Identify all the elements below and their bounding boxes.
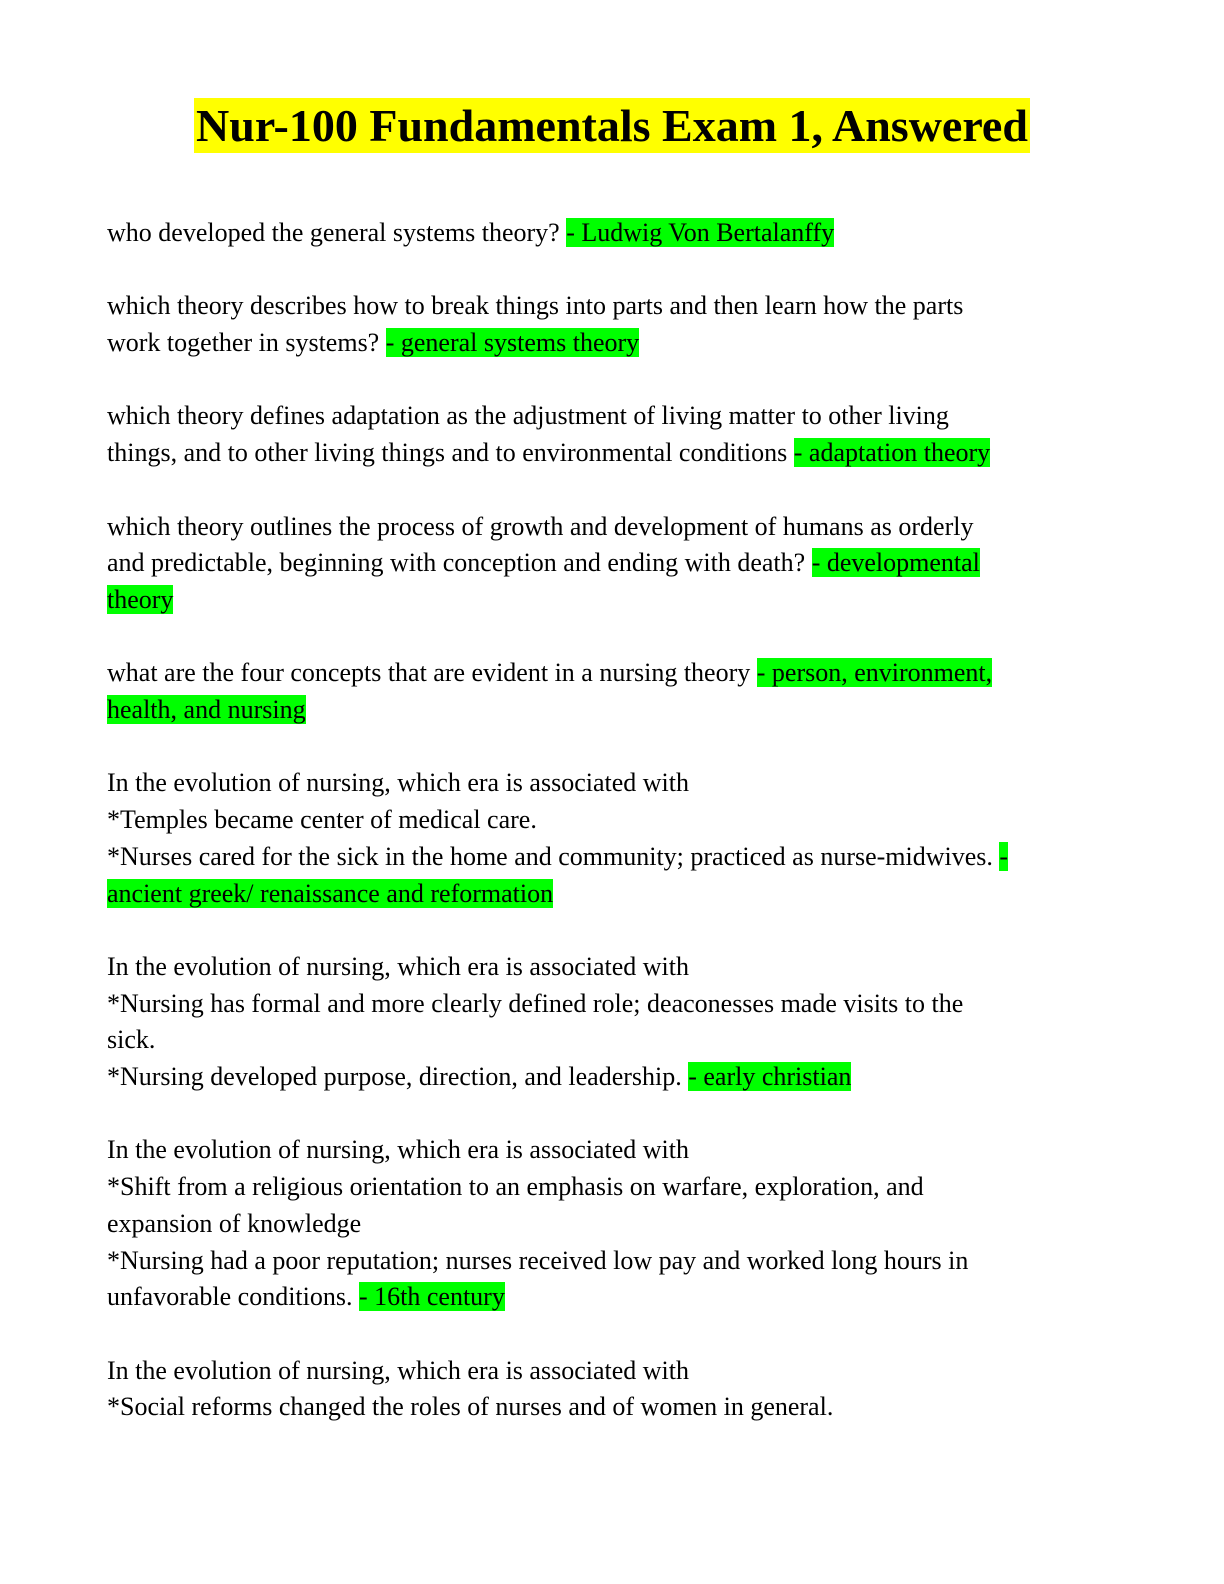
text-line: expansion of knowledge — [107, 1206, 1117, 1243]
question-text: which theory defines adaptation as the a… — [107, 401, 949, 431]
text-line: In the evolution of nursing, which era i… — [107, 765, 1117, 802]
text-line: theory — [107, 582, 1117, 619]
question-text: *Nursing had a poor reputation; nurses r… — [107, 1245, 969, 1275]
question-text: which theory outlines the process of gro… — [107, 511, 974, 541]
answer-highlight: ancient greek/ renaissance and reformati… — [107, 878, 554, 908]
qa-item: which theory describes how to break thin… — [107, 288, 1117, 361]
qa-item: who developed the general systems theory… — [107, 215, 1117, 252]
text-line: In the evolution of nursing, which era i… — [107, 1132, 1117, 1169]
answer-highlight: - general systems theory — [385, 328, 640, 358]
question-text: In the evolution of nursing, which era i… — [107, 1355, 689, 1385]
title-container: Nur-100 Fundamentals Exam 1, Answered — [0, 98, 1224, 153]
qa-item: In the evolution of nursing, which era i… — [107, 765, 1117, 912]
question-text: *Social reforms changed the roles of nur… — [107, 1392, 834, 1422]
question-text: *Nursing has formal and more clearly def… — [107, 988, 964, 1018]
question-text: *Nursing developed purpose, direction, a… — [107, 1062, 689, 1092]
question-text: sick. — [107, 1025, 156, 1055]
qa-item: what are the four concepts that are evid… — [107, 655, 1117, 728]
question-text: who developed the general systems theory… — [107, 218, 567, 247]
text-line: which theory describes how to break thin… — [107, 288, 1117, 325]
text-line: *Shift from a religious orientation to a… — [107, 1169, 1117, 1206]
answer-highlight: - adaptation theory — [793, 438, 991, 468]
question-text: unfavorable conditions. — [107, 1282, 359, 1312]
question-text: which theory describes how to break thin… — [107, 291, 964, 321]
text-line: things, and to other living things and t… — [107, 435, 1117, 472]
text-line: *Social reforms changed the roles of nur… — [107, 1389, 1117, 1426]
answer-highlight: - developmental — [811, 548, 980, 578]
text-line: *Nursing had a poor reputation; nurses r… — [107, 1243, 1117, 1280]
text-line: *Nursing developed purpose, direction, a… — [107, 1059, 1117, 1096]
text-line: ancient greek/ renaissance and reformati… — [107, 876, 1117, 913]
question-text: things, and to other living things and t… — [107, 438, 794, 468]
answer-highlight: health, and nursing — [107, 695, 306, 725]
question-text: what are the four concepts that are evid… — [107, 658, 757, 688]
text-line: health, and nursing — [107, 692, 1117, 729]
text-line: sick. — [107, 1022, 1117, 1059]
question-text: work together in systems? — [107, 328, 386, 358]
question-text: *Shift from a religious orientation to a… — [107, 1172, 924, 1202]
text-line: *Temples became center of medical care. — [107, 802, 1117, 839]
text-line: what are the four concepts that are evid… — [107, 655, 1117, 692]
text-line: In the evolution of nursing, which era i… — [107, 949, 1117, 986]
question-text: *Temples became center of medical care. — [107, 805, 537, 835]
answer-highlight: - — [999, 841, 1009, 871]
question-text: and predictable, beginning with concepti… — [107, 548, 812, 578]
question-text: In the evolution of nursing, which era i… — [107, 1135, 689, 1165]
answer-highlight: - early christian — [688, 1062, 852, 1092]
qa-list: who developed the general systems theory… — [107, 215, 1117, 1463]
question-text: In the evolution of nursing, which era i… — [107, 951, 689, 981]
text-line: who developed the general systems theory… — [107, 215, 1117, 252]
qa-item: which theory defines adaptation as the a… — [107, 398, 1117, 471]
answer-highlight: - Ludwig Von Bertalanffy — [566, 218, 835, 247]
text-line: which theory defines adaptation as the a… — [107, 398, 1117, 435]
text-line: which theory outlines the process of gro… — [107, 509, 1117, 546]
answer-highlight: - person, environment, — [756, 658, 993, 688]
answer-highlight: - 16th century — [359, 1282, 505, 1312]
text-line: In the evolution of nursing, which era i… — [107, 1353, 1117, 1390]
text-line: and predictable, beginning with concepti… — [107, 545, 1117, 582]
text-line: *Nursing has formal and more clearly def… — [107, 986, 1117, 1023]
document-title: Nur-100 Fundamentals Exam 1, Answered — [194, 98, 1030, 153]
text-line: work together in systems? - general syst… — [107, 325, 1117, 362]
question-text: In the evolution of nursing, which era i… — [107, 768, 689, 798]
qa-item: which theory outlines the process of gro… — [107, 509, 1117, 619]
text-line: *Nurses cared for the sick in the home a… — [107, 839, 1117, 876]
answer-highlight: theory — [107, 584, 174, 614]
qa-item: In the evolution of nursing, which era i… — [107, 1132, 1117, 1316]
qa-item: In the evolution of nursing, which era i… — [107, 949, 1117, 1096]
question-text: *Nurses cared for the sick in the home a… — [107, 841, 1000, 871]
question-text: expansion of knowledge — [107, 1208, 362, 1238]
qa-item: In the evolution of nursing, which era i… — [107, 1353, 1117, 1426]
text-line: unfavorable conditions. - 16th century — [107, 1279, 1117, 1316]
